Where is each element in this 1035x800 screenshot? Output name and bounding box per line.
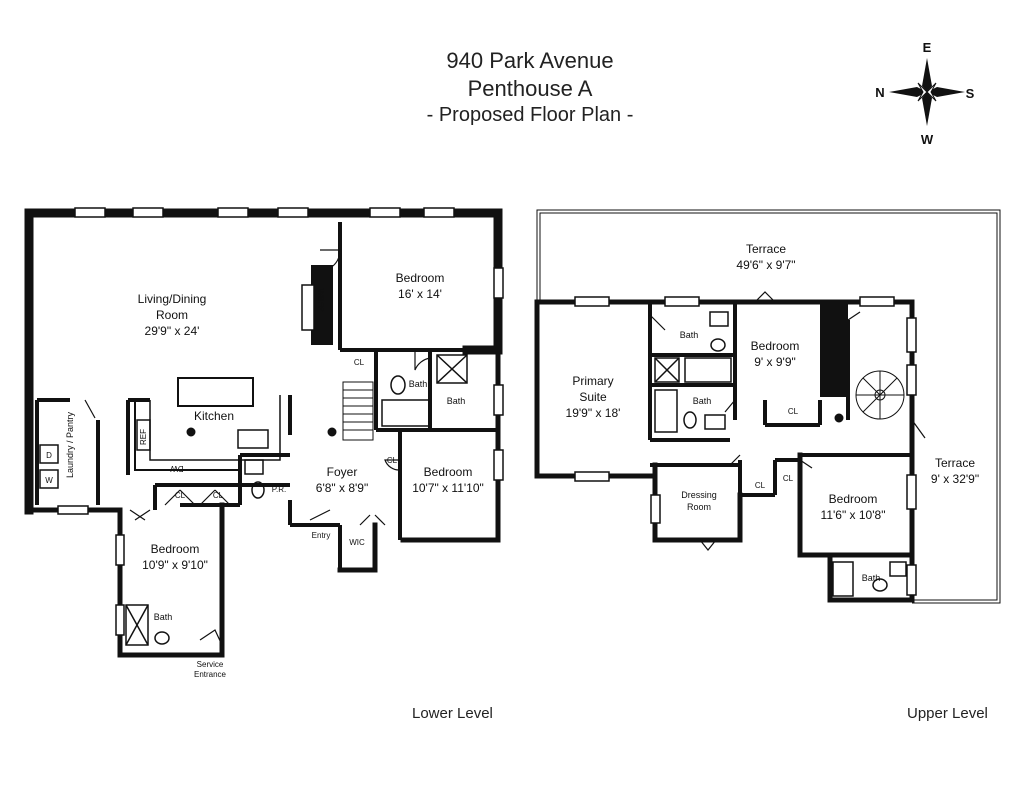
- room-living-dims: 29'9" x 24': [145, 324, 200, 338]
- upper-level-labels: Terrace 49'6" x 9'7" Primary Suite 19'9"…: [566, 242, 980, 583]
- room-bedroom-a-name: Bedroom: [751, 339, 800, 353]
- room-upper-bath-c: Bath: [862, 573, 881, 583]
- label-dryer: D: [46, 451, 52, 460]
- label-upper-closet-1: CL: [788, 407, 799, 416]
- label-ref: REF: [139, 429, 148, 445]
- compass-rose-icon: E W N S: [875, 40, 974, 147]
- room-upper-bath-b: Bath: [693, 396, 712, 406]
- plan-title-address: 940 Park Avenue: [446, 48, 614, 73]
- plan-subtitle: - Proposed Floor Plan -: [426, 104, 634, 126]
- label-service-entrance-2: Entrance: [194, 670, 227, 679]
- room-bedroom-b-name: Bedroom: [829, 492, 878, 506]
- room-terrace-1-name: Terrace: [746, 242, 786, 256]
- room-upper-bath-a: Bath: [680, 330, 699, 340]
- compass-south-label: S: [966, 86, 975, 101]
- label-washer: W: [45, 476, 53, 485]
- label-service-entrance: Service: [197, 660, 224, 669]
- label-closet-1: CL: [354, 358, 365, 367]
- label-closet-3: CL: [213, 491, 224, 500]
- room-primary-name-2: Suite: [579, 390, 607, 404]
- room-dressing-name: Dressing: [681, 490, 717, 500]
- room-dressing-name-2: Room: [687, 502, 711, 512]
- label-closet-4: CL: [387, 456, 398, 465]
- label-upper-closet-3: CL: [783, 474, 794, 483]
- room-bedroom3-name: Bedroom: [151, 542, 200, 556]
- room-foyer-name: Foyer: [327, 465, 358, 479]
- lower-level-plan: [24, 207, 504, 658]
- room-bedroom2-name: Bedroom: [424, 465, 473, 479]
- label-powder-room: P.R.: [272, 485, 287, 494]
- label-closet-2: CL: [175, 491, 186, 500]
- room-bath-b: Bath: [447, 396, 466, 406]
- room-bath-c: Bath: [154, 612, 173, 622]
- room-terrace-2-dims: 9' x 32'9": [931, 472, 979, 486]
- room-kitchen: Kitchen: [194, 409, 234, 423]
- room-bedroom2-dims: 10'7" x 11'10": [412, 481, 484, 495]
- upper-level-plan: [534, 209, 1001, 604]
- room-bedroom1-name: Bedroom: [396, 271, 445, 285]
- room-living-name: Living/Dining: [138, 292, 207, 306]
- room-bedroom-b-dims: 11'6" x 10'8": [821, 508, 886, 522]
- room-bedroom-a-dims: 9' x 9'9": [754, 355, 796, 369]
- room-bedroom3-dims: 10'9" x 9'10": [142, 558, 208, 572]
- room-bath-a: Bath: [409, 379, 428, 389]
- plan-title-unit: Penthouse A: [467, 76, 593, 101]
- label-upper-closet-2: CL: [755, 481, 766, 490]
- room-foyer-dims: 6'8" x 8'9": [316, 481, 368, 495]
- lower-level-caption: Lower Level: [412, 705, 493, 722]
- room-terrace-2-name: Terrace: [935, 456, 975, 470]
- label-entry: Entry: [312, 531, 331, 540]
- compass-west-label: W: [921, 132, 934, 147]
- label-wic: WIC: [349, 538, 365, 547]
- label-wbfp: WBFP: [316, 288, 325, 311]
- compass-east-label: E: [923, 40, 932, 55]
- room-living-name-2: Room: [156, 308, 188, 322]
- room-primary-name: Primary: [572, 374, 613, 388]
- label-dw: DW: [170, 464, 184, 473]
- compass-north-label: N: [875, 85, 884, 100]
- upper-level-caption: Upper Level: [907, 705, 988, 722]
- room-laundry: Laundry / Pantry: [65, 411, 75, 478]
- room-primary-dims: 19'9" x 18': [566, 406, 621, 420]
- lower-level-labels: Living/Dining Room 29'9" x 24' Bedroom 1…: [45, 271, 484, 679]
- room-bedroom1-dims: 16' x 14': [398, 287, 442, 301]
- room-terrace-1-dims: 49'6" x 9'7": [736, 258, 795, 272]
